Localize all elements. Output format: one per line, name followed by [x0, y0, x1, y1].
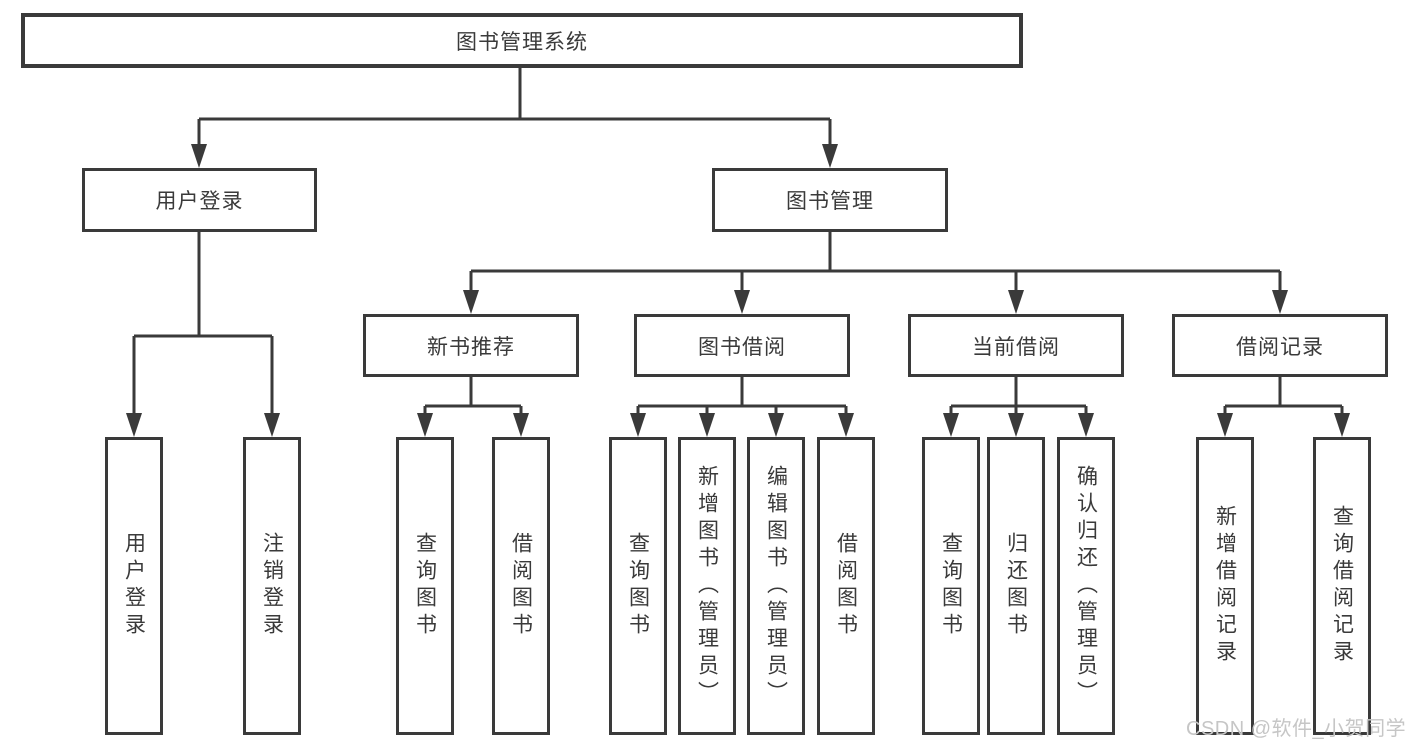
arrowheads: [126, 144, 1350, 437]
node-leaf-return-book: 归还图书: [987, 437, 1045, 735]
node-leaf-query-books-recommend: 查询图书: [396, 437, 454, 735]
node-leaf-edit-book-admin: 编辑图书（管理员）: [747, 437, 805, 735]
node-label: 查询图书: [413, 532, 437, 640]
node-current-borrow: 当前借阅: [908, 314, 1124, 377]
node-library-system-root: 图书管理系统: [21, 13, 1023, 68]
connector-new-book-recommend-to-leaves: [423, 377, 523, 425]
node-label: 新书推荐: [427, 335, 515, 359]
node-leaf-borrow-books-recommend: 借阅图书: [492, 437, 550, 735]
node-label: 编辑图书（管理员）: [764, 464, 788, 708]
node-label: 查询借阅记录: [1330, 505, 1354, 667]
node-user-login: 用户登录: [82, 168, 317, 232]
node-leaf-add-borrow-record: 新增借阅记录: [1196, 437, 1254, 735]
node-new-book-recommend: 新书推荐: [363, 314, 579, 377]
node-label: 查询图书: [626, 532, 650, 640]
node-leaf-query-borrow-record: 查询借阅记录: [1313, 437, 1371, 735]
node-label: 图书借阅: [698, 335, 786, 359]
csdn-watermark: CSDN @软件_小贺同学: [1186, 718, 1405, 740]
node-label: 归还图书: [1004, 532, 1028, 640]
node-borrow-records: 借阅记录: [1172, 314, 1388, 377]
node-label: 新增图书（管理员）: [695, 464, 719, 708]
node-leaf-borrow-books: 借阅图书: [817, 437, 875, 735]
node-label: 用户登录: [155, 190, 244, 213]
node-label: 确认归还（管理员）: [1074, 464, 1098, 708]
connector-borrow-records-to-leaves: [1223, 377, 1344, 425]
node-leaf-logout-login: 注销登录: [243, 437, 301, 735]
node-leaf-query-books-borrow: 查询图书: [609, 437, 667, 735]
node-label: 借阅记录: [1236, 335, 1324, 359]
node-label: 新增借阅记录: [1213, 505, 1237, 667]
node-label: 图书管理系统: [456, 30, 588, 54]
node-label: 借阅图书: [834, 532, 858, 640]
node-label: 查询图书: [939, 532, 963, 640]
node-book-borrow: 图书借阅: [634, 314, 850, 377]
node-label: 用户登录: [122, 532, 146, 640]
node-leaf-add-book-admin: 新增图书（管理员）: [678, 437, 736, 735]
node-label: 图书管理: [786, 190, 874, 213]
connector-user-login-to-leaves: [132, 232, 274, 425]
connector-book-management-to-level3: [469, 232, 1282, 302]
node-label: 注销登录: [260, 532, 284, 640]
connector-book-borrow-to-leaves: [636, 377, 848, 425]
node-label: 借阅图书: [509, 532, 533, 640]
node-book-management: 图书管理: [712, 168, 948, 232]
node-leaf-query-books-current: 查询图书: [922, 437, 980, 735]
connector-root-to-level2: [197, 68, 832, 156]
node-leaf-confirm-return-admin: 确认归还（管理员）: [1057, 437, 1115, 735]
node-leaf-user-login: 用户登录: [105, 437, 163, 735]
node-label: 当前借阅: [972, 335, 1060, 359]
